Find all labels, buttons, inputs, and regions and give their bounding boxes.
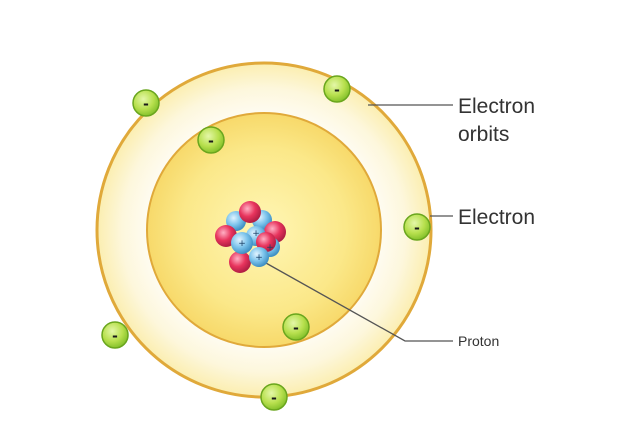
electron-orbits-label-line2: orbits [458,123,509,146]
proton [256,232,276,252]
neutron [231,232,253,254]
electron: - [323,75,351,103]
electron: - [260,383,288,411]
proton-sign: + [252,229,260,239]
electron-sign: - [293,318,299,337]
neutron [249,247,269,267]
proton-label: Proton [458,333,499,349]
electron: - [282,313,310,341]
electron-sign: - [143,94,149,113]
proton-sign: + [266,243,274,253]
proton-pointer-line [256,257,453,342]
electron: - [101,321,129,349]
electron: - [403,213,431,241]
electron-sign: - [414,218,420,237]
electron: - [132,89,160,117]
electron-sign: - [112,326,118,345]
proton [239,201,261,223]
nucleus: + + + + [215,201,286,273]
electron-sign: - [334,80,340,99]
electron-orbits-label-line1: Electron [458,95,535,118]
proton [229,251,251,273]
electron-sign: - [271,388,277,407]
proton-sign: + [255,253,263,263]
electron-sign: - [208,131,214,150]
electron-label: Electron [458,206,535,229]
proton-sign: + [238,239,246,249]
electron: - [197,126,225,154]
